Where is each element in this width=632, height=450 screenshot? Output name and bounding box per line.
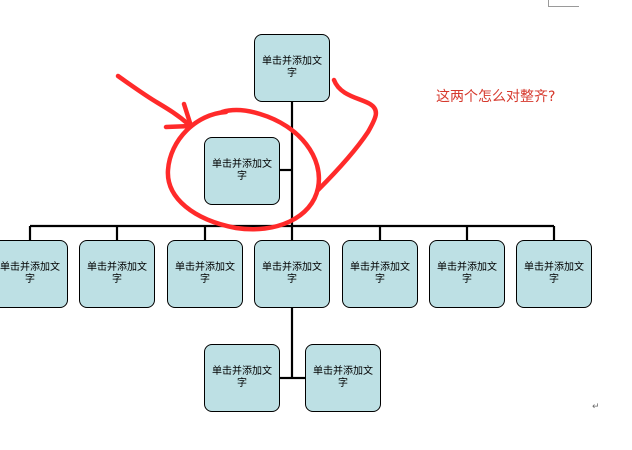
node-label: 单击并添加文字: [0, 262, 60, 285]
child-node-2[interactable]: 单击并添加文字: [79, 240, 155, 308]
root-node[interactable]: 单击并添加文字: [254, 34, 330, 102]
node-label: 单击并添加文字: [262, 56, 322, 79]
sub-node-2[interactable]: 单击并添加文字: [305, 344, 381, 412]
child-node-6[interactable]: 单击并添加文字: [429, 240, 505, 308]
node-label: 单击并添加文字: [313, 366, 373, 389]
child-node-3[interactable]: 单击并添加文字: [167, 240, 243, 308]
node-label: 单击并添加文字: [262, 262, 322, 285]
annotation-question: 这两个怎么对整齐?: [436, 89, 556, 105]
page-corner-mark: [548, 0, 579, 7]
child-node-5[interactable]: 单击并添加文字: [342, 240, 418, 308]
node-label: 单击并添加文字: [524, 262, 584, 285]
child-node-1[interactable]: 单击并添加文字: [0, 240, 68, 308]
node-label: 单击并添加文字: [87, 262, 147, 285]
sub-node-1[interactable]: 单击并添加文字: [204, 344, 280, 412]
node-label: 单击并添加文字: [350, 262, 410, 285]
node-label: 单击并添加文字: [175, 262, 235, 285]
node-label: 单击并添加文字: [437, 262, 497, 285]
assistant-node[interactable]: 单击并添加文字: [204, 137, 280, 205]
child-node-7[interactable]: 单击并添加文字: [516, 240, 592, 308]
paragraph-mark: ↵: [592, 402, 600, 412]
child-node-4[interactable]: 单击并添加文字: [254, 240, 330, 308]
node-label: 单击并添加文字: [212, 159, 272, 182]
node-label: 单击并添加文字: [212, 366, 272, 389]
